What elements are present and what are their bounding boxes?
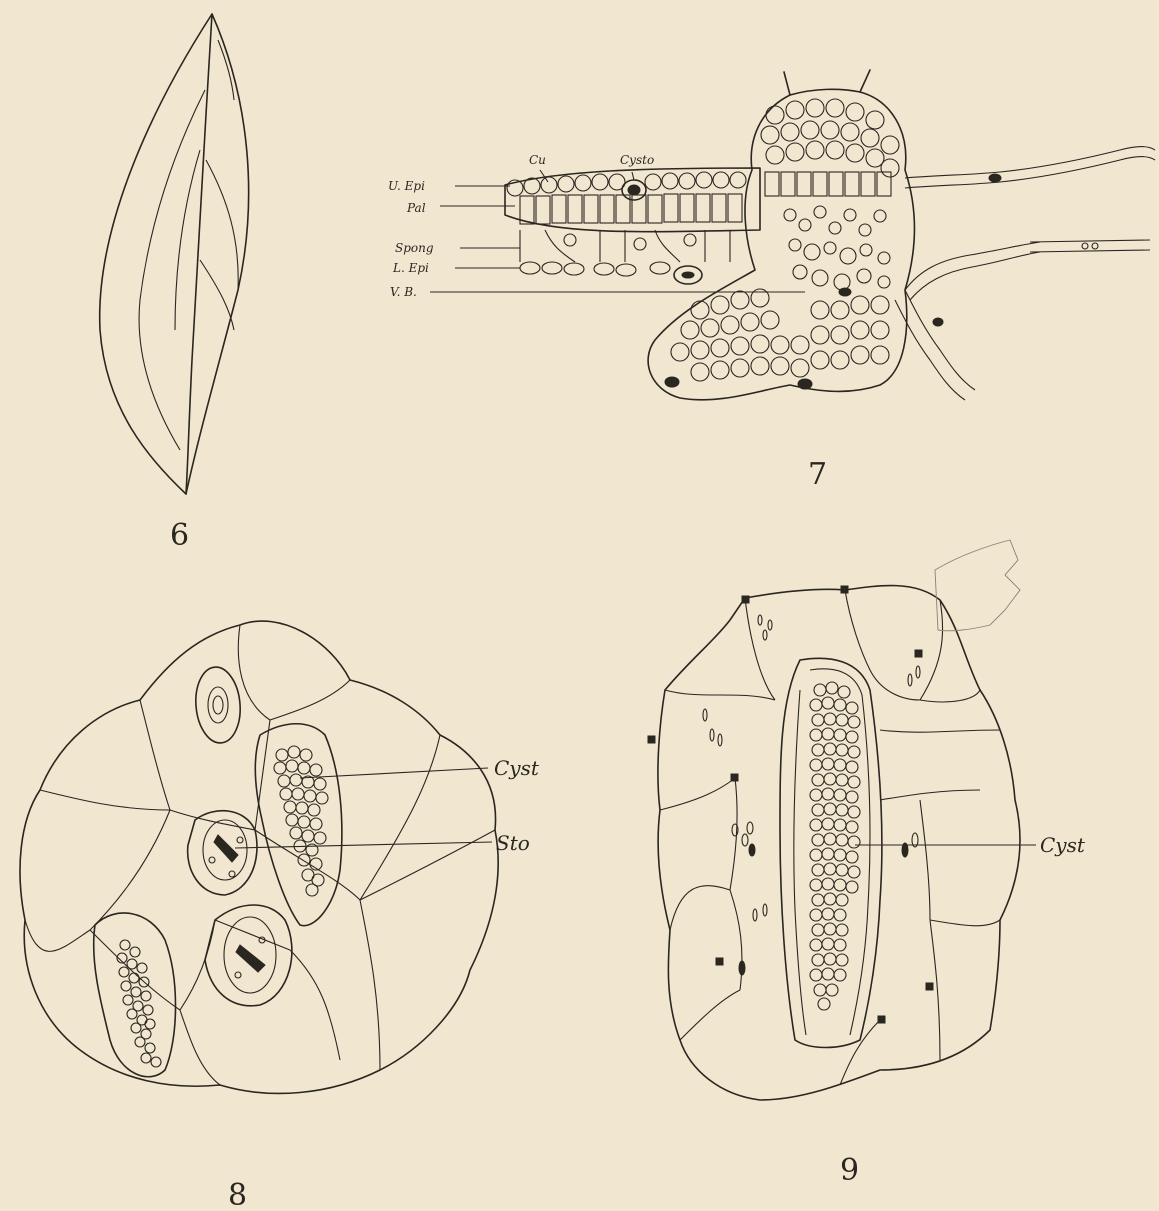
trichome-chains <box>895 147 1155 400</box>
cystolith-cell-fig9 <box>780 658 882 1047</box>
label-l-epi: L. Epi <box>392 261 429 275</box>
cystolith-body-center <box>274 746 328 896</box>
cystolith-cell-lower <box>94 913 176 1077</box>
figure-7-cross-section: Cu Cysto U. Epi Pal Spong L. Epi V. B. <box>388 70 1155 400</box>
spongy-tissue <box>520 230 730 262</box>
wall-junction-marks <box>648 586 933 1023</box>
figure-8-number: 8 <box>228 1178 247 1211</box>
label-sto-8: Sto <box>496 831 530 855</box>
label-cyst-8: Cyst <box>494 756 540 780</box>
lower-epidermis-cells <box>520 262 702 284</box>
label-cu: Cu <box>529 153 546 167</box>
palisade-layer <box>520 194 742 224</box>
figure-9-number: 9 <box>840 1153 859 1188</box>
midrib <box>648 70 914 400</box>
leader-sto-8 <box>235 842 492 848</box>
figure-7-number: 7 <box>808 457 827 492</box>
crystal-marks <box>703 615 920 975</box>
label-spong: Spong <box>395 241 434 255</box>
label-cysto: Cysto <box>620 153 654 167</box>
cystolith-body-fig9 <box>810 682 860 1010</box>
upper-epidermis-cells <box>507 172 746 196</box>
figure-9-epidermis-surface: Cyst <box>648 540 1086 1100</box>
label-cyst-9: Cyst <box>1040 833 1086 857</box>
leader-cyst-8 <box>300 768 488 778</box>
label-u-epi: U. Epi <box>388 179 425 193</box>
cystolith-body-lower <box>117 940 161 1067</box>
figure-8-epidermis-surface: Cyst Sto <box>20 621 540 1093</box>
stoma-top <box>193 665 243 745</box>
label-pal: Pal <box>406 201 426 215</box>
figure-6-leaf-drawing <box>100 14 249 494</box>
label-vb: V. B. <box>390 285 417 299</box>
figure-6-number: 6 <box>170 518 189 553</box>
